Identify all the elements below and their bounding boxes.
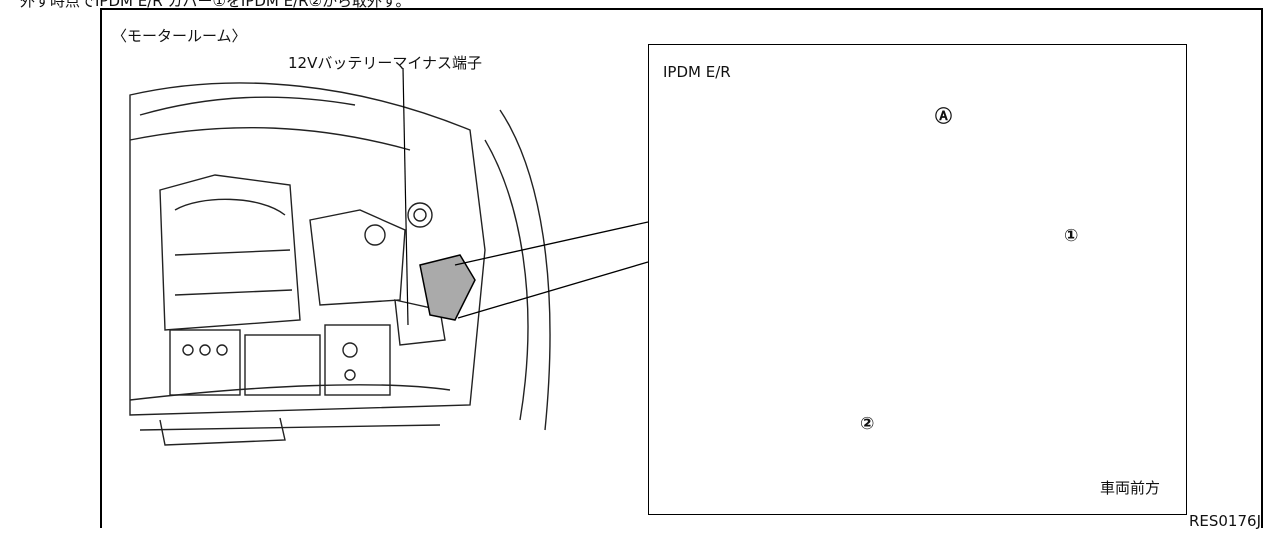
- diagram-frame: [100, 8, 1263, 528]
- callout-a: Ⓐ: [935, 107, 952, 127]
- ipdm-detail-panel: IPDM E/R 車両前方: [648, 44, 1187, 515]
- header-cut-text: 外す時点でIPDM E/R カバー①をIPDM E/R②から取外す。: [20, 0, 411, 10]
- engine-room-label: 〈モータールーム〉: [112, 27, 247, 45]
- callout-1: ①: [1064, 226, 1079, 246]
- battery-terminal-label: 12Vバッテリーマイナス端子: [288, 54, 483, 72]
- figure-code: RES0176J: [1188, 512, 1261, 530]
- vehicle-front-label: 車両前方: [1100, 479, 1161, 497]
- panel-title: IPDM E/R: [663, 63, 731, 81]
- callout-2: ②: [860, 414, 875, 434]
